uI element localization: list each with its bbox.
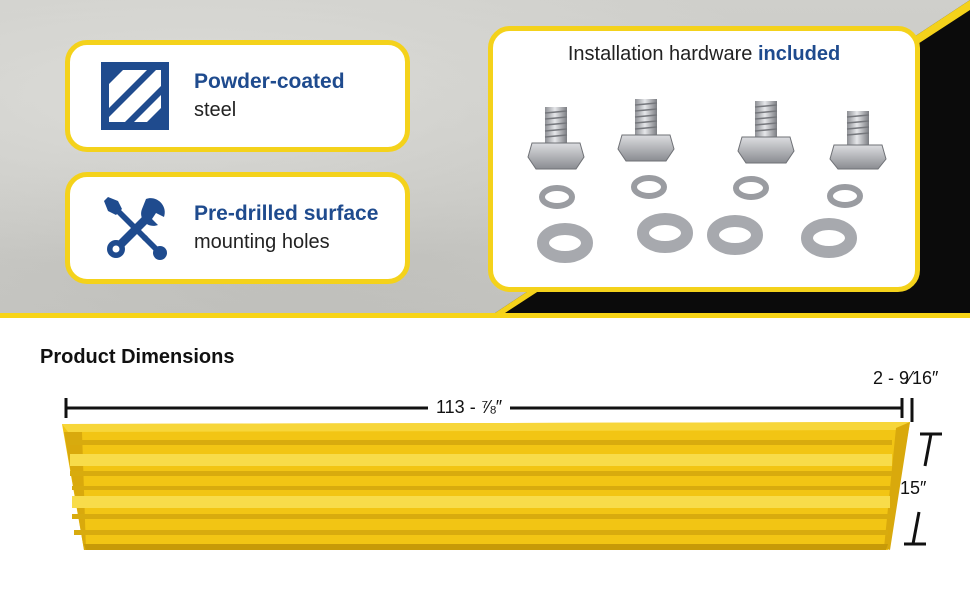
bolt-icon xyxy=(737,101,795,164)
lock-washer-icon xyxy=(827,184,863,208)
bolt-icon xyxy=(829,111,887,170)
wrench-screwdriver-icon xyxy=(100,193,170,263)
feature-title: Powder-coated xyxy=(194,70,345,93)
hardware-title: Installation hardware included xyxy=(493,43,915,66)
feature-subtitle: steel xyxy=(194,99,237,121)
feature-subtitle: mounting holes xyxy=(194,231,330,253)
height-dimension-line xyxy=(904,432,942,546)
dimension-drawing xyxy=(62,398,942,550)
feature-title: Pre-drilled surface xyxy=(194,202,379,225)
flat-washer-icon xyxy=(537,223,593,263)
divider-yellow-line xyxy=(0,313,970,318)
flat-washer-icon xyxy=(707,215,763,255)
dimensions-title: Product Dimensions xyxy=(40,346,235,368)
hardware-title-emphasis: included xyxy=(757,43,841,65)
guard-rail-image xyxy=(62,422,910,550)
lock-washer-icon xyxy=(631,175,667,199)
striped-square-icon xyxy=(100,61,170,131)
feature-card-powder-coated: Powder-coated steel xyxy=(65,40,410,152)
bolt-icon xyxy=(527,107,585,170)
lock-washer-icon xyxy=(539,185,575,209)
flat-washer-icon xyxy=(637,213,693,253)
bolt-icon xyxy=(617,99,675,162)
lock-washer-icon xyxy=(733,176,769,200)
flat-washer-icon xyxy=(801,218,857,258)
feature-card-pre-drilled: Pre-drilled surface mounting holes xyxy=(65,172,410,284)
hardware-title-text: Installation hardware xyxy=(567,43,758,65)
hardware-illustration xyxy=(527,99,887,263)
height-dimension-label: 15″ xyxy=(900,478,927,498)
depth-dimension-label: 2 - 9⁄16″ xyxy=(873,368,939,388)
hardware-card: Installation hardware included xyxy=(488,26,920,292)
length-dimension-label: 113 - ⅞″ xyxy=(428,397,511,418)
